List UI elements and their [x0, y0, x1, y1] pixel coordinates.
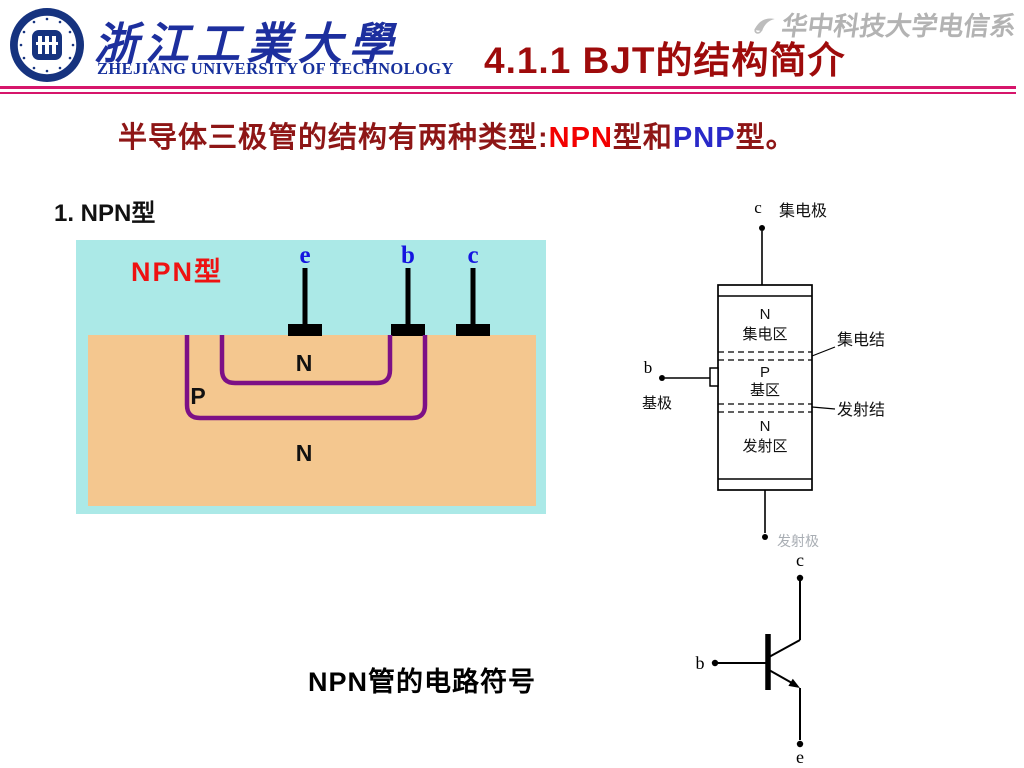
- block-region-n2-type: N: [760, 418, 771, 435]
- electrode-label-b: b: [401, 242, 415, 269]
- emitter-junction-pointer: [811, 406, 836, 410]
- block-region-n2-label: 发射区: [742, 438, 787, 455]
- region-label-n-emitter: N: [296, 350, 313, 376]
- university-seal-icon: [10, 8, 84, 82]
- block-body: [717, 284, 813, 491]
- block-collector-letter: c: [754, 198, 762, 217]
- block-region-n1-label: 集电区: [742, 326, 787, 343]
- npn-symbol-figure: c b e: [696, 550, 805, 767]
- symbol-emitter-letter: e: [796, 747, 804, 767]
- symbol-emitter-diagonal: [768, 669, 793, 684]
- p-base-region-outline: [184, 335, 428, 421]
- symbol-base-letter: b: [696, 653, 705, 673]
- intro-npn: NPN: [548, 122, 613, 154]
- region-label-p-base: P: [190, 383, 205, 409]
- symbol-base-dot: [711, 659, 719, 667]
- n-emitter-region-outline: [219, 335, 393, 386]
- university-name-en: ZHEJIANG UNIVERSITY OF TECHNOLOGY: [97, 59, 454, 78]
- collector-junction-label: 集电结: [837, 331, 885, 349]
- collector-junction-pointer: [811, 346, 836, 357]
- npn-block-diagram: c 集电极 N 集电区 P 基区 b 基极 N 发射区 发射极: [642, 198, 885, 549]
- symbol-collector-letter: c: [796, 550, 804, 570]
- symbol-emitter-dot: [796, 740, 804, 748]
- symbol-collector-dot: [796, 574, 804, 582]
- intro-pnp: PNP: [672, 122, 736, 154]
- block-base-letter: b: [644, 358, 653, 377]
- symbol-emitter-arrowhead: [788, 678, 800, 688]
- block-region-n1-type: N: [760, 306, 771, 323]
- base-terminal-dot: [659, 375, 665, 381]
- block-emitter-label: 发射极: [777, 533, 819, 549]
- header-rule-thin: [0, 92, 1016, 94]
- symbol-caption: NPN管的电路符号: [308, 667, 537, 697]
- block-collector-label: 集电极: [779, 202, 827, 220]
- emitter-junction-label: 发射结: [837, 401, 885, 419]
- electrode-label-e: e: [299, 242, 310, 269]
- region-label-n-collector: N: [296, 440, 313, 466]
- intro-prefix: 半导体三极管的结构有两种类型:: [118, 122, 549, 154]
- watermark-text: 华中科技大学电信系: [779, 11, 1018, 41]
- intro-sentence: 半导体三极管的结构有两种类型:NPN型和PNP型。: [118, 114, 796, 156]
- emitter-contact-pad: [288, 324, 322, 336]
- watermark: 华中科技大学电信系: [749, 6, 1018, 43]
- header-rule-thick: [0, 86, 1016, 89]
- symbol-collector-diagonal: [768, 639, 801, 658]
- page-title: 4.1.1 BJT的结构简介: [484, 40, 846, 81]
- watermark-logo-icon: [754, 18, 775, 34]
- base-contact-tab: [709, 367, 719, 387]
- structure-figure-title: NPN型: [131, 257, 223, 287]
- collector-contact-pad: [456, 324, 490, 336]
- block-region-p-type: P: [760, 364, 770, 381]
- base-contact-pad: [391, 324, 425, 336]
- block-base-label: 基极: [642, 395, 672, 412]
- npn-structure-figure: NPN型 e b c N P N: [76, 240, 546, 514]
- block-region-p-label: 基区: [750, 382, 780, 399]
- intro-mid: 型和: [612, 122, 673, 154]
- electrode-label-c: c: [467, 242, 478, 269]
- university-name-cn: 浙江工業大學: [94, 19, 400, 70]
- collector-terminal-dot: [759, 225, 765, 231]
- intro-suffix: 型。: [735, 122, 796, 154]
- emitter-terminal-dot: [762, 534, 768, 540]
- structure-substrate-body: [88, 335, 536, 506]
- section-label-npn: 1. NPN型: [54, 200, 156, 227]
